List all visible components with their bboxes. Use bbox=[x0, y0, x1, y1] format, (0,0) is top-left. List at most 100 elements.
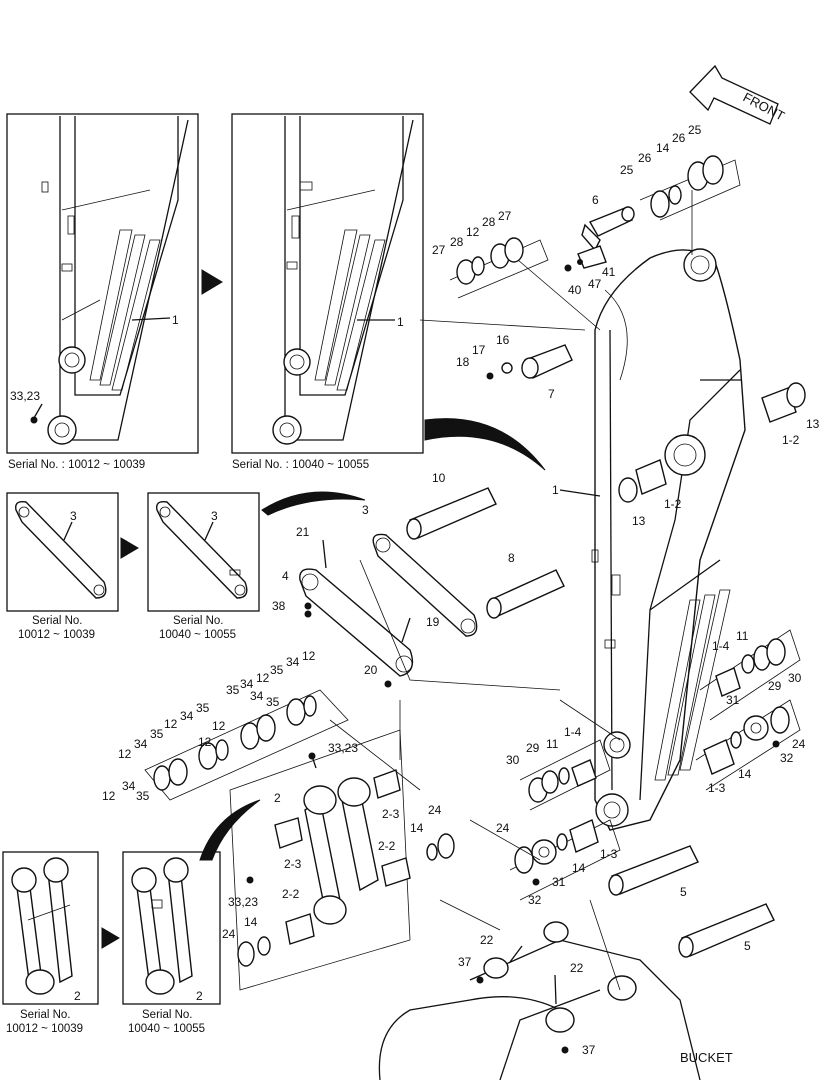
callout-14a: 14 bbox=[656, 141, 670, 155]
callout-28a: 28 bbox=[450, 235, 464, 249]
callout-26a: 26 bbox=[672, 131, 686, 145]
link-inset-b: 3 Serial No. 10040 ~ 10055 bbox=[147, 492, 260, 641]
callout-7: 7 bbox=[548, 387, 555, 401]
callout-29a: 29 bbox=[768, 679, 782, 693]
callout-12b: 12 bbox=[118, 747, 132, 761]
callout-25a: 25 bbox=[688, 123, 702, 137]
callout-1-3a: 1-3 bbox=[708, 781, 726, 795]
lower-mid-bushings: 24 14 1-3 31 32 bbox=[496, 819, 621, 907]
callout-4: 4 bbox=[282, 569, 289, 583]
arm-a-serial: Serial No. : 10012 ~ 10039 bbox=[8, 459, 145, 471]
callout-12g: 12 bbox=[198, 735, 212, 749]
callout-28b: 28 bbox=[482, 215, 496, 229]
link-3-main: 3 bbox=[362, 503, 478, 637]
callout-1-main: 1 bbox=[552, 483, 559, 497]
callout-34e: 34 bbox=[250, 689, 264, 703]
callout-47: 47 bbox=[588, 277, 602, 291]
callout-20: 20 bbox=[364, 663, 378, 677]
front-arrow: FRONT bbox=[689, 64, 788, 125]
callout-31b: 31 bbox=[552, 875, 566, 889]
callout-2-main: 2 bbox=[274, 791, 281, 805]
callout-5a: 5 bbox=[680, 885, 687, 899]
callout-12h: 12 bbox=[102, 789, 116, 803]
callout-5b: 5 bbox=[744, 939, 751, 953]
callout-33-23-main: 33,23 bbox=[328, 741, 358, 755]
rod-a-serial-1: Serial No. bbox=[20, 1009, 71, 1021]
callout-arc-3 bbox=[199, 799, 261, 861]
callout-24c: 24 bbox=[496, 821, 510, 835]
callout-2-2a: 2-2 bbox=[378, 839, 396, 853]
callout-2-3a: 2-3 bbox=[382, 807, 400, 821]
bushing-1-2-right: 13 1-2 bbox=[761, 382, 820, 447]
callout-35b: 35 bbox=[196, 701, 210, 715]
callout-12a: 12 bbox=[466, 225, 480, 239]
callout-37b: 37 bbox=[582, 1043, 596, 1057]
callout-19: 19 bbox=[426, 615, 440, 629]
callout-10: 10 bbox=[432, 471, 446, 485]
callout-24b: 24 bbox=[428, 803, 442, 817]
callout-29b: 29 bbox=[526, 741, 540, 755]
callout-32b: 32 bbox=[528, 893, 542, 907]
callout-1-inset-a: 1 bbox=[172, 313, 179, 327]
callout-35a: 35 bbox=[150, 727, 164, 741]
bushing-1-2-left: 13 1-2 bbox=[618, 459, 682, 528]
callout-38: 38 bbox=[272, 599, 286, 613]
bucket: 22 37 22 37 BUCKET bbox=[378, 921, 733, 1080]
callout-6: 6 bbox=[592, 193, 599, 207]
bracket-40-41-47: 40 41 47 bbox=[564, 245, 616, 297]
callout-arc-1 bbox=[424, 418, 546, 471]
callout-14c: 14 bbox=[410, 821, 424, 835]
pins-5: 5 5 bbox=[608, 845, 775, 958]
callout-30a: 30 bbox=[788, 671, 802, 685]
mid-left-bushings: 30 29 11 1-4 bbox=[506, 725, 611, 811]
pin-8: 8 bbox=[486, 551, 565, 619]
lower-left-seal: 33,23 14 24 bbox=[222, 876, 271, 967]
callout-31a: 31 bbox=[726, 693, 740, 707]
main-arm: 1 bbox=[552, 248, 746, 831]
callout-16: 16 bbox=[496, 333, 510, 347]
link-a-serial-1: Serial No. bbox=[32, 615, 83, 627]
callout-35f: 35 bbox=[136, 789, 150, 803]
arm-inset-b: 1 Serial No. : 10040 ~ 10055 bbox=[231, 113, 424, 471]
arrow-right-icon bbox=[120, 537, 139, 559]
connecting-rod-2-main: 33,23 2 2-3 2-3 2-2 2-2 24 14 bbox=[229, 729, 455, 991]
callout-1-2b: 1-2 bbox=[664, 497, 682, 511]
callout-2-inset-b: 2 bbox=[196, 989, 203, 1003]
callout-1-4a: 1-4 bbox=[712, 639, 730, 653]
callout-12e: 12 bbox=[256, 671, 270, 685]
callout-34c: 34 bbox=[240, 677, 254, 691]
callout-3-main: 3 bbox=[362, 503, 369, 517]
callout-12d: 12 bbox=[212, 719, 226, 733]
callout-35e: 35 bbox=[266, 695, 280, 709]
callout-41: 41 bbox=[602, 265, 616, 279]
link-4-main: 21 4 38 19 20 bbox=[272, 525, 440, 688]
callout-13b: 13 bbox=[632, 514, 646, 528]
callout-22b: 22 bbox=[570, 961, 584, 975]
callout-arc-2 bbox=[261, 491, 366, 516]
callout-2-inset-a: 2 bbox=[74, 989, 81, 1003]
callout-1-inset-b: 1 bbox=[397, 315, 404, 329]
callout-14b: 14 bbox=[738, 767, 752, 781]
callout-30b: 30 bbox=[506, 753, 520, 767]
callout-22a: 22 bbox=[480, 933, 494, 947]
link-b-serial-1: Serial No. bbox=[173, 615, 224, 627]
callout-34f: 34 bbox=[122, 779, 136, 793]
callout-27b: 27 bbox=[498, 209, 512, 223]
link-inset-a: 3 Serial No. 10012 ~ 10039 bbox=[6, 492, 119, 641]
callout-18: 18 bbox=[456, 355, 470, 369]
callout-8: 8 bbox=[508, 551, 515, 565]
front-label: FRONT bbox=[741, 89, 788, 123]
callout-17: 17 bbox=[472, 343, 486, 357]
callout-33-23-low: 33,23 bbox=[228, 895, 258, 909]
right-lower-bushings: 31 24 32 14 1-3 bbox=[695, 693, 806, 795]
callout-11b: 11 bbox=[546, 737, 559, 751]
callout-34b: 34 bbox=[180, 709, 194, 723]
arrow-right-icon bbox=[201, 269, 223, 295]
callout-25b: 25 bbox=[620, 163, 634, 177]
callout-32a: 32 bbox=[780, 751, 794, 765]
callout-13a: 13 bbox=[806, 417, 820, 431]
callout-26b: 26 bbox=[638, 151, 652, 165]
callout-27a: 27 bbox=[432, 243, 446, 257]
callout-3-inset-a: 3 bbox=[70, 509, 77, 523]
